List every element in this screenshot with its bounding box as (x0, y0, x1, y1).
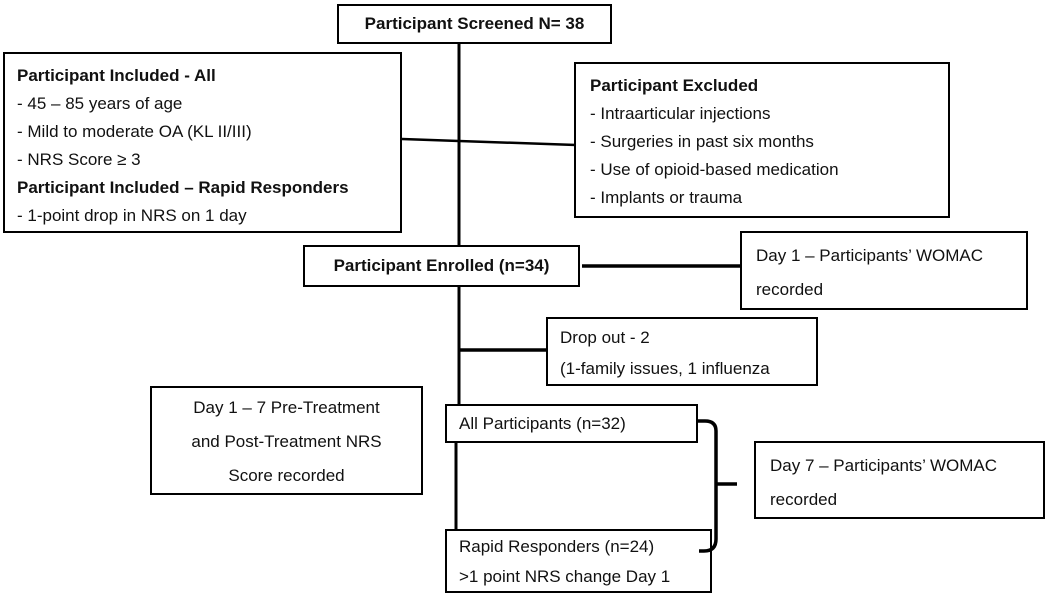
day1-womac-box: Day 1 – Participants’ WOMAC recorded (740, 231, 1028, 310)
excluded-criteria-box: Participant Excluded - Intraarticular in… (574, 62, 950, 218)
day7-womac-line: recorded (770, 490, 838, 509)
rapid-responders-line: Rapid Responders (n=24) (459, 537, 655, 556)
screened-label: Participant Screened N= 38 (364, 14, 585, 33)
enrolled-label: Participant Enrolled (n=34) (333, 256, 550, 275)
enrolled-box: Participant Enrolled (n=34) (303, 245, 580, 287)
nrs-recording-line: Score recorded (228, 466, 345, 485)
excluded-criterion: - Use of opioid-based medication (590, 160, 839, 179)
dropout-line: (1-family issues, 1 influenza (560, 359, 770, 378)
nrs-recording-line: and Post-Treatment NRS (191, 432, 382, 451)
day1-womac-line: Day 1 – Participants’ WOMAC (756, 246, 984, 265)
included-criterion: - Mild to moderate OA (KL II/III) (17, 122, 252, 141)
included-all-heading: Participant Included - All (17, 66, 216, 85)
day7-womac-line: Day 7 – Participants’ WOMAC (770, 456, 998, 475)
included-criterion: - 45 – 85 years of age (17, 94, 183, 113)
day7-womac-box: Day 7 – Participants’ WOMAC recorded (754, 441, 1045, 519)
rapid-responders-line: >1 point NRS change Day 1 (459, 567, 671, 586)
connector-included-excluded (401, 137, 577, 147)
all-participants-box: All Participants (n=32) (445, 404, 698, 443)
excluded-criterion: - Surgeries in past six months (590, 132, 814, 151)
day1-womac-line: recorded (756, 280, 824, 299)
excluded-criterion: - Intraarticular injections (590, 104, 771, 123)
nrs-recording-box: Day 1 – 7 Pre-Treatment and Post-Treatme… (150, 386, 423, 495)
included-rapid-heading: Participant Included – Rapid Responders (17, 178, 349, 197)
dropout-box: Drop out - 2 (1-family issues, 1 influen… (546, 317, 818, 386)
included-criterion: - NRS Score ≥ 3 (17, 150, 141, 169)
included-criterion: - 1-point drop in NRS on 1 day (17, 206, 247, 225)
all-participants-label: All Participants (n=32) (459, 413, 626, 433)
excluded-criterion: - Implants or trauma (590, 188, 743, 207)
excluded-heading: Participant Excluded (590, 76, 759, 95)
included-criteria-box: Participant Included - All - 45 – 85 yea… (3, 52, 402, 233)
nrs-recording-line: Day 1 – 7 Pre-Treatment (193, 398, 380, 417)
screened-box: Participant Screened N= 38 (337, 4, 612, 44)
dropout-line: Drop out - 2 (560, 328, 650, 347)
rapid-responders-box: Rapid Responders (n=24) >1 point NRS cha… (445, 529, 712, 593)
